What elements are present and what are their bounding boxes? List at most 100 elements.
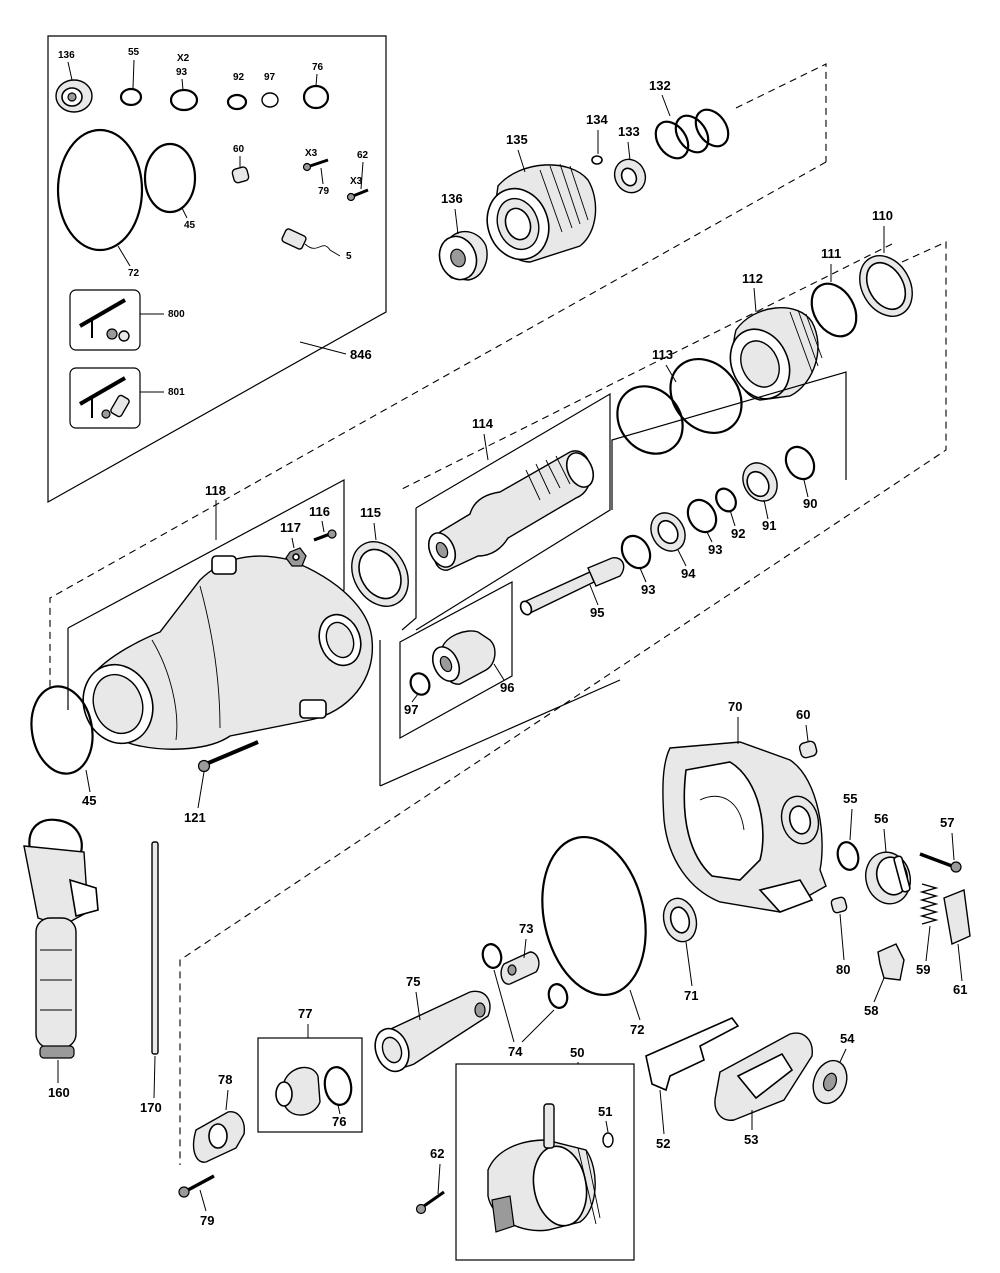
part-62-kit [346,188,369,202]
label-70: 70 [728,699,742,714]
label-5-kit: 5 [346,251,352,262]
part-93b [620,534,652,570]
label-115: 115 [360,505,381,520]
label-110: 110 [872,208,893,223]
label-72: 72 [630,1022,644,1037]
part-117-nut [285,547,307,567]
part-118-housing [82,555,374,750]
part-90 [784,445,816,481]
part-133 [613,158,647,194]
kit-box-846: 846 136 55 X2 93 92 97 76 72 45 6 [47,35,387,504]
part-75-sleeve [374,990,491,1073]
label-97-kit: 97 [264,72,276,83]
label-96: 96 [500,680,514,695]
part-801-kit [69,367,141,429]
label-92-kit: 92 [233,72,245,83]
part-110 [859,255,913,317]
part-132-spring [654,108,730,160]
label-117: 117 [280,520,301,535]
part-97-kit [261,92,279,108]
part-62-screw [415,1190,445,1215]
label-50: 50 [570,1045,584,1060]
label-79: 79 [200,1213,214,1228]
part-59-spring [919,883,939,925]
label-59: 59 [916,962,930,977]
label-93b: 93 [641,582,655,597]
label-75: 75 [406,974,420,989]
part-70-gear-housing [662,741,827,913]
part-74-washers [481,943,569,1009]
part-5-kit [281,228,341,257]
ram-group-box [399,580,513,740]
label-74: 74 [508,1044,523,1059]
label-132: 132 [649,78,671,93]
part-136-kit [55,79,93,113]
label-76: 76 [332,1114,346,1129]
label-91: 91 [762,518,776,533]
label-135: 135 [506,132,528,147]
label-136-kit: 136 [58,50,75,61]
label-61: 61 [953,982,967,997]
label-111: 111 [821,246,841,261]
label-121: 121 [184,810,206,825]
label-72-kit: 72 [128,268,140,279]
label-133: 133 [618,124,640,139]
part-58-latch [877,943,905,981]
label-80: 80 [836,962,850,977]
label-58: 58 [864,1003,878,1018]
part-55-kit [119,87,143,107]
label-52: 52 [656,1136,670,1151]
ring-group-box [611,371,847,510]
label-846: 846 [350,347,372,362]
part-92-kit [226,93,248,111]
part-53-switch-frame [714,1032,813,1121]
part-71-bearing [662,897,698,943]
label-95: 95 [590,605,604,620]
label-71: 71 [684,988,698,1003]
part-95-striker [519,557,625,616]
part-54-knob [812,1059,848,1105]
label-55-kit: 55 [128,47,140,58]
label-92: 92 [731,526,745,541]
part-60-kit [231,166,250,184]
label-62-kit: 62 [357,150,369,161]
label-90: 90 [803,496,817,511]
label-53: 53 [744,1132,758,1147]
label-77: 77 [298,1006,312,1021]
label-x3a-kit: X3 [305,148,318,159]
label-113: 113 [652,347,673,362]
part-45 [30,685,94,775]
part-93a [686,498,718,534]
part-160-side-handle [23,818,99,1059]
label-60: 60 [796,707,810,722]
part-79-screw [178,1174,215,1198]
label-54: 54 [840,1031,855,1046]
part-57-screw [919,852,962,873]
part-800-kit [69,289,141,351]
part-91 [742,462,778,502]
part-55 [836,841,860,871]
part-170-depth-rod [151,841,159,1055]
label-51: 51 [598,1104,612,1119]
label-45: 45 [82,793,96,808]
part-135-nose-cap [486,163,597,263]
label-x3b-kit: X3 [350,176,363,187]
part-72 [541,835,647,997]
part-60-bushing [798,740,818,759]
part-114-piston [427,450,595,571]
label-56: 56 [874,811,888,826]
label-x2-kit: X2 [177,53,190,64]
label-134: 134 [586,112,608,127]
part-50-crankshaft [487,1103,601,1233]
label-45-kit: 45 [184,220,196,231]
part-72-kit [56,128,144,252]
part-61-slider [943,889,971,946]
part-45-kit [143,142,197,214]
part-56-selector-knob [865,851,911,905]
part-77-clutch [275,1066,321,1116]
label-73: 73 [519,921,533,936]
part-79-kit [302,158,329,172]
label-136: 136 [441,191,463,206]
lower-frame-line-2 [379,679,621,787]
